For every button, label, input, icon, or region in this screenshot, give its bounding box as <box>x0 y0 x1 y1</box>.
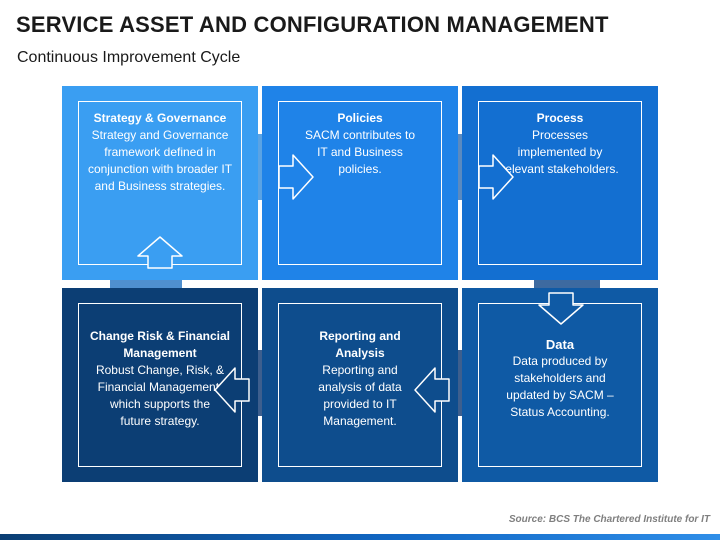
arrow-left-icon <box>214 367 250 413</box>
arrow-up-icon <box>137 236 183 269</box>
page-title: SERVICE ASSET AND CONFIGURATION MANAGEME… <box>16 12 609 37</box>
tile-content: Change Risk & Financial Management Robus… <box>80 328 240 430</box>
tile-content: Data Data produced by stakeholders and u… <box>480 336 640 421</box>
source-note: Source: BCS The Chartered Institute for … <box>508 514 710 525</box>
tile-description: Processes implemented by relevant stakeh… <box>501 128 619 176</box>
tile-description: Data produced by stakeholders and update… <box>506 354 614 419</box>
tile-heading: Reporting and Analysis <box>319 329 401 360</box>
tile-heading: Data <box>545 337 575 352</box>
page-subtitle: Continuous Improvement Cycle <box>17 49 241 66</box>
tile-heading: Change Risk & Financial Management <box>89 329 231 360</box>
tile-description: Robust Change, Risk, & Financial Managem… <box>95 363 225 428</box>
arrow-down-icon <box>538 292 584 325</box>
tile-heading: Policies <box>337 111 383 125</box>
tile-policies: Policies SACM contributes to IT and Busi… <box>262 86 458 280</box>
tile-heading: Strategy & Governance <box>93 111 227 125</box>
bottom-accent-bar <box>0 534 720 540</box>
arrow-right-icon <box>478 154 514 200</box>
tile-description: Strategy and Governance framework define… <box>87 128 233 193</box>
tile-content: Strategy & Governance Strategy and Gover… <box>80 110 240 195</box>
tile-heading: Process <box>536 111 584 125</box>
tile-content: Process Processes implemented by relevan… <box>480 110 640 178</box>
arrow-right-icon <box>278 154 314 200</box>
tile-content: Policies SACM contributes to IT and Busi… <box>280 110 440 178</box>
tile-description: SACM contributes to IT and Business poli… <box>304 128 416 176</box>
tile-reporting-analysis: Reporting and Analysis Reporting and ana… <box>262 288 458 482</box>
arrow-left-icon <box>414 367 450 413</box>
tile-description: Reporting and analysis of data provided … <box>318 363 402 428</box>
tile-content: Reporting and Analysis Reporting and ana… <box>280 328 440 430</box>
